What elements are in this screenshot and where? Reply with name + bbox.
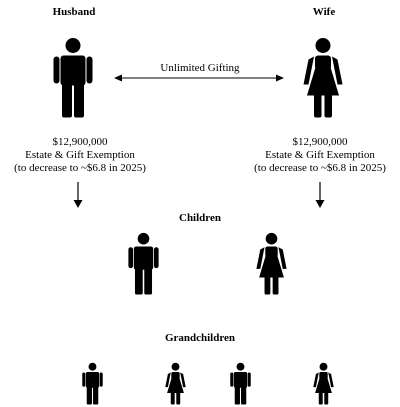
- unlimited-gifting-label: Unlimited Gifting: [160, 62, 240, 74]
- exemption-left: $12,900,000 Estate & Gift Exemption (to …: [0, 136, 160, 175]
- exemption-right-title: Estate & Gift Exemption: [265, 149, 375, 161]
- wife-label: Wife: [312, 6, 336, 18]
- grandchild-female-figure-1: [165, 362, 186, 405]
- exemption-left-amount: $12,900,000: [52, 136, 108, 148]
- female-person-icon: [313, 362, 334, 405]
- male-person-icon: [128, 232, 159, 295]
- arrow-head-left: [114, 74, 122, 82]
- male-person-icon: [230, 362, 251, 405]
- wife-figure: [303, 37, 343, 118]
- female-person-icon: [165, 362, 186, 405]
- down-arrow-right: [315, 182, 325, 208]
- arrow-head-right: [276, 74, 284, 82]
- children-label: Children: [179, 212, 221, 224]
- female-person-icon: [256, 232, 287, 295]
- child-female-figure: [256, 232, 287, 295]
- exemption-left-note: (to decrease to ~$6.8 in 2025): [14, 162, 146, 174]
- exemption-right-note: (to decrease to ~$6.8 in 2025): [254, 162, 386, 174]
- husband-figure: [53, 37, 93, 118]
- male-person-icon: [53, 37, 93, 118]
- grandchildren-label: Grandchildren: [164, 332, 236, 344]
- husband-label: Husband: [52, 6, 96, 18]
- exemption-right: $12,900,000 Estate & Gift Exemption (to …: [240, 136, 400, 175]
- grandchild-female-figure-2: [313, 362, 334, 405]
- double-arrow: [114, 74, 284, 82]
- male-person-icon: [82, 362, 103, 405]
- exemption-right-amount: $12,900,000: [292, 136, 348, 148]
- grandchild-male-figure-2: [230, 362, 251, 405]
- exemption-left-title: Estate & Gift Exemption: [25, 149, 135, 161]
- grandchild-male-figure-1: [82, 362, 103, 405]
- down-arrow-left: [73, 182, 83, 208]
- child-male-figure: [128, 232, 159, 295]
- female-person-icon: [303, 37, 343, 118]
